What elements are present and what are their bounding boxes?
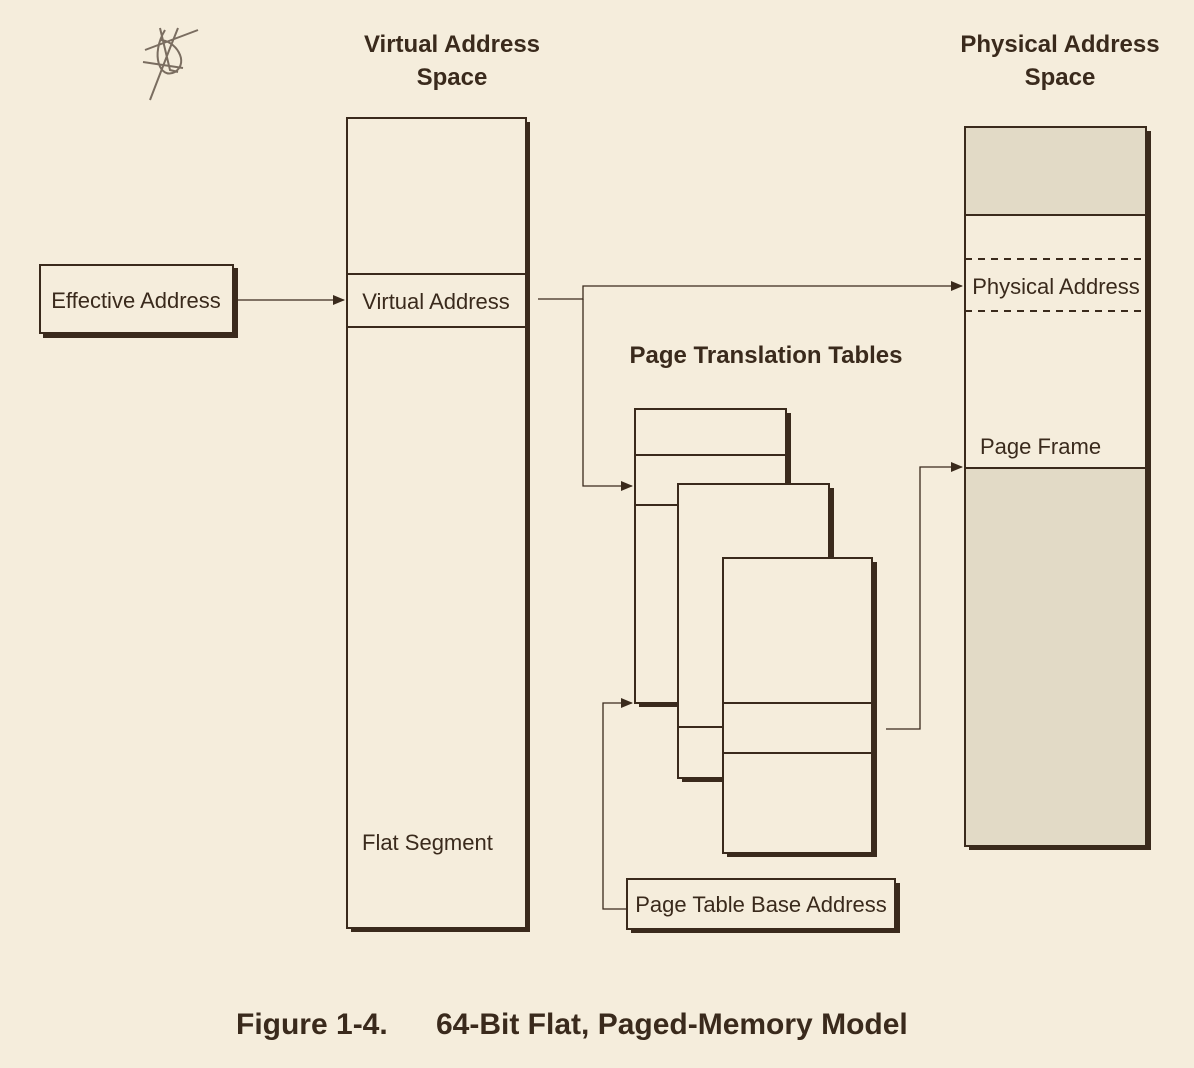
physical-space-heading-line1: Physical Address (960, 31, 1159, 58)
virtual-to-physical-arrow (538, 281, 963, 300)
virtual-space-heading-line1: Virtual Address (364, 31, 540, 58)
amd-star-logo-icon (142, 27, 199, 101)
figure-caption: 64-Bit Flat, Paged-Memory Model (436, 1008, 908, 1041)
virtual-address-space: Virtual Address Flat Segment (346, 117, 530, 932)
page-tables-heading: Page Translation Tables (630, 342, 903, 369)
virtual-space-heading-line2: Space (417, 64, 488, 91)
base-to-tables-arrow (602, 698, 633, 910)
flat-segment-label: Flat Segment (362, 830, 493, 855)
page-frame-label: Page Frame (980, 434, 1101, 459)
physical-address-label: Physical Address (972, 274, 1140, 299)
physical-space-heading-line2: Space (1025, 64, 1096, 91)
tables-to-page-frame-arrow (886, 462, 963, 730)
page-table-base-box: Page Table Base Address (626, 878, 900, 933)
figure-number: Figure 1-4. (236, 1008, 388, 1041)
virtual-to-tables-arrow (582, 299, 633, 491)
page-table-base-label: Page Table Base Address (635, 892, 887, 917)
effective-address-box: Effective Address (39, 264, 238, 338)
virtual-address-label: Virtual Address (362, 289, 510, 314)
effective-address-label: Effective Address (51, 288, 221, 313)
physical-address-space: Physical Address Page Frame (964, 126, 1151, 850)
page-table-level-3 (722, 557, 877, 857)
